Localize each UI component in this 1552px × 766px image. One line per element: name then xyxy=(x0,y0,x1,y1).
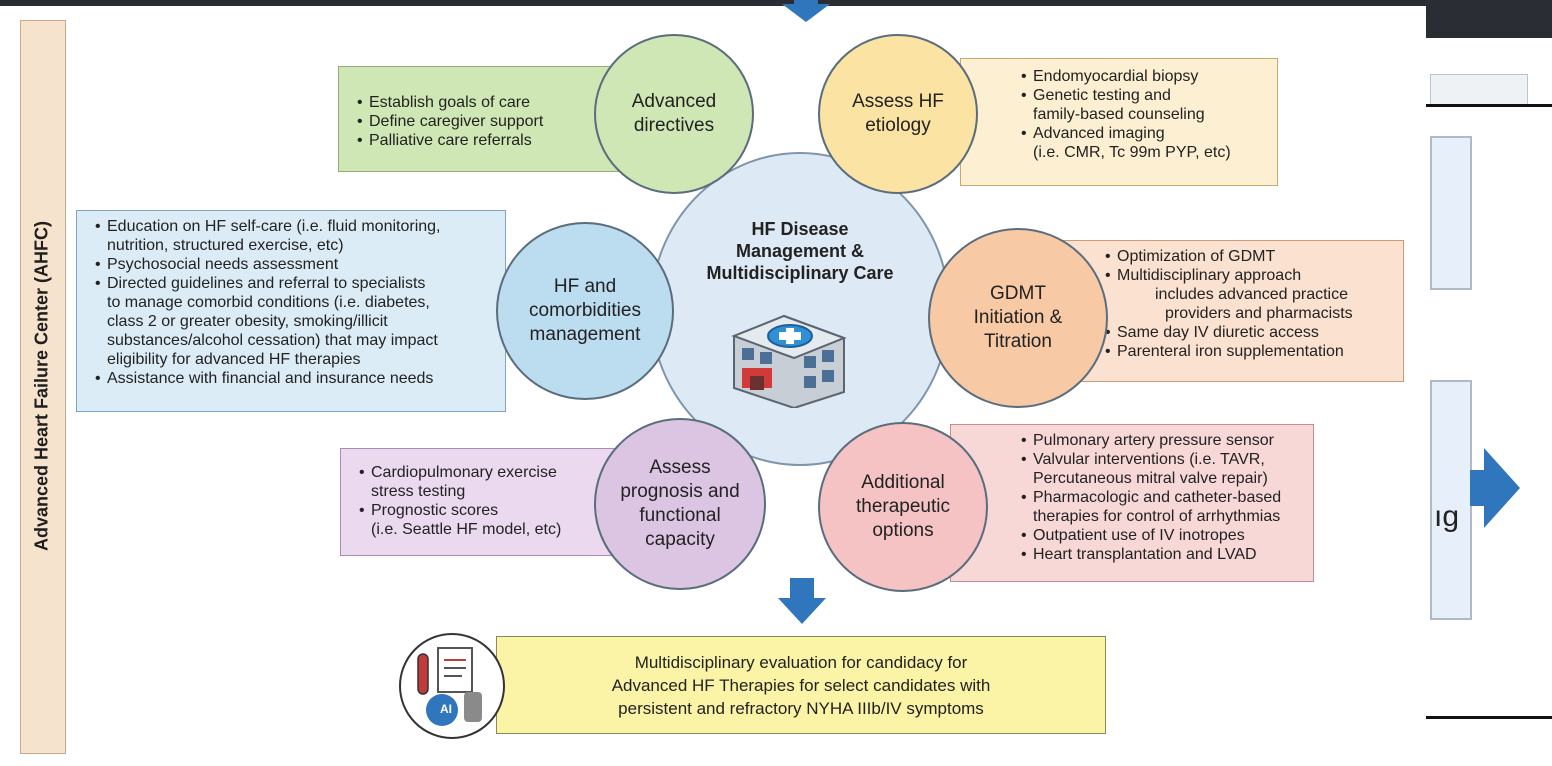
list-item: Same day IV diuretic access xyxy=(1105,323,1403,342)
divider-line xyxy=(1426,104,1552,107)
list-item: Outpatient use of IV inotropes xyxy=(1021,526,1313,545)
circle-advanced-directives: Advanced directives xyxy=(594,34,754,194)
list-item: Establish goals of care xyxy=(357,93,627,112)
list-item: (i.e. Seattle HF model, etc) xyxy=(371,521,562,538)
list-item: Psychosocial needs assessment xyxy=(95,255,505,274)
list-item: providers and pharmacists xyxy=(1165,305,1353,322)
list-item: family-based counseling xyxy=(1033,106,1205,123)
list-item: to manage comorbid conditions (i.e. diab… xyxy=(107,294,430,311)
list-item: Percutaneous mitral valve repair) xyxy=(1033,470,1268,487)
list-item: (i.e. CMR, Tc 99m PYP, etc) xyxy=(1033,144,1231,161)
list-item: Prognostic scores xyxy=(359,501,625,520)
list-item: Education on HF self-care (i.e. fluid mo… xyxy=(95,217,505,236)
list-item: Multidisciplinary approach xyxy=(1105,266,1403,285)
circle-assess-etiology: Assess HF etiology xyxy=(818,34,978,194)
list-item: substances/alcohol cessation) that may i… xyxy=(107,332,438,349)
box-assess-etiology: Endomyocardial biopsy Genetic testing an… xyxy=(960,58,1278,186)
list-item: Pharmacologic and catheter-based xyxy=(1021,488,1313,507)
circle-prognosis: Assess prognosis and functional capacity xyxy=(594,418,766,590)
box-additional-therapeutic: Pulmonary artery pressure sensor Valvula… xyxy=(950,424,1314,582)
circle-gdmt: GDMT Initiation & Titration xyxy=(928,228,1108,408)
ai-medical-icon xyxy=(399,633,505,739)
hospital-icon xyxy=(731,314,847,408)
list-item: Directed guidelines and referral to spec… xyxy=(95,274,505,293)
list-item: Parenteral iron supplementation xyxy=(1105,342,1403,361)
list-item: nutrition, structured exercise, etc) xyxy=(107,237,344,254)
list-item: Define caregiver support xyxy=(357,112,627,131)
side-bar xyxy=(20,20,66,754)
center-title: HF Disease Management & Multidisciplinar… xyxy=(706,219,894,283)
list-item: therapies for control of arrhythmias xyxy=(1033,508,1281,525)
list-item: Assistance with financial and insurance … xyxy=(95,369,505,388)
list-item: Valvular interventions (i.e. TAVR, xyxy=(1021,450,1313,469)
right-arrow-icon xyxy=(1470,448,1520,528)
list-item: Pulmonary artery pressure sensor xyxy=(1021,431,1313,450)
ai-badge-label: AI xyxy=(440,702,452,716)
list-item: Endomyocardial biopsy xyxy=(1021,67,1277,86)
list-item: Cardiopulmonary exercise xyxy=(359,463,625,482)
adjacent-box xyxy=(1430,136,1472,290)
box-comorbidities: Education on HF self-care (i.e. fluid mo… xyxy=(76,210,506,412)
list-item: Advanced imaging xyxy=(1021,124,1277,143)
list-item: class 2 or greater obesity, smoking/illi… xyxy=(107,313,388,330)
list-item: Genetic testing and xyxy=(1021,86,1277,105)
adjacent-thumbnail xyxy=(1430,74,1528,106)
adjacent-text-fragment: ıg xyxy=(1434,500,1460,533)
list-item: Palliative care referrals xyxy=(357,131,627,150)
circle-additional-therapeutic: Additional therapeutic options xyxy=(818,422,988,592)
list-item: Optimization of GDMT xyxy=(1105,247,1403,266)
down-arrow-icon xyxy=(778,578,826,624)
list-item: eligibility for advanced HF therapies xyxy=(107,351,361,368)
side-label: Advanced Heart Failure Center (AHFC) xyxy=(31,220,52,552)
box-prognosis: Cardiopulmonary exercise stress testing … xyxy=(340,448,626,556)
center-circle xyxy=(650,152,950,466)
list-item: stress testing xyxy=(371,483,466,500)
list-item: includes advanced practice xyxy=(1155,286,1349,303)
list-item: Heart transplantation and LVAD xyxy=(1021,545,1313,564)
candidacy-evaluation-box: Multidisciplinary evaluation for candida… xyxy=(496,636,1106,734)
circle-comorbidities: HF and comorbidities management xyxy=(496,222,674,400)
divider-line xyxy=(1426,716,1552,719)
down-arrow-icon xyxy=(782,0,830,22)
box-advanced-directives: Establish goals of care Define caregiver… xyxy=(338,66,628,172)
